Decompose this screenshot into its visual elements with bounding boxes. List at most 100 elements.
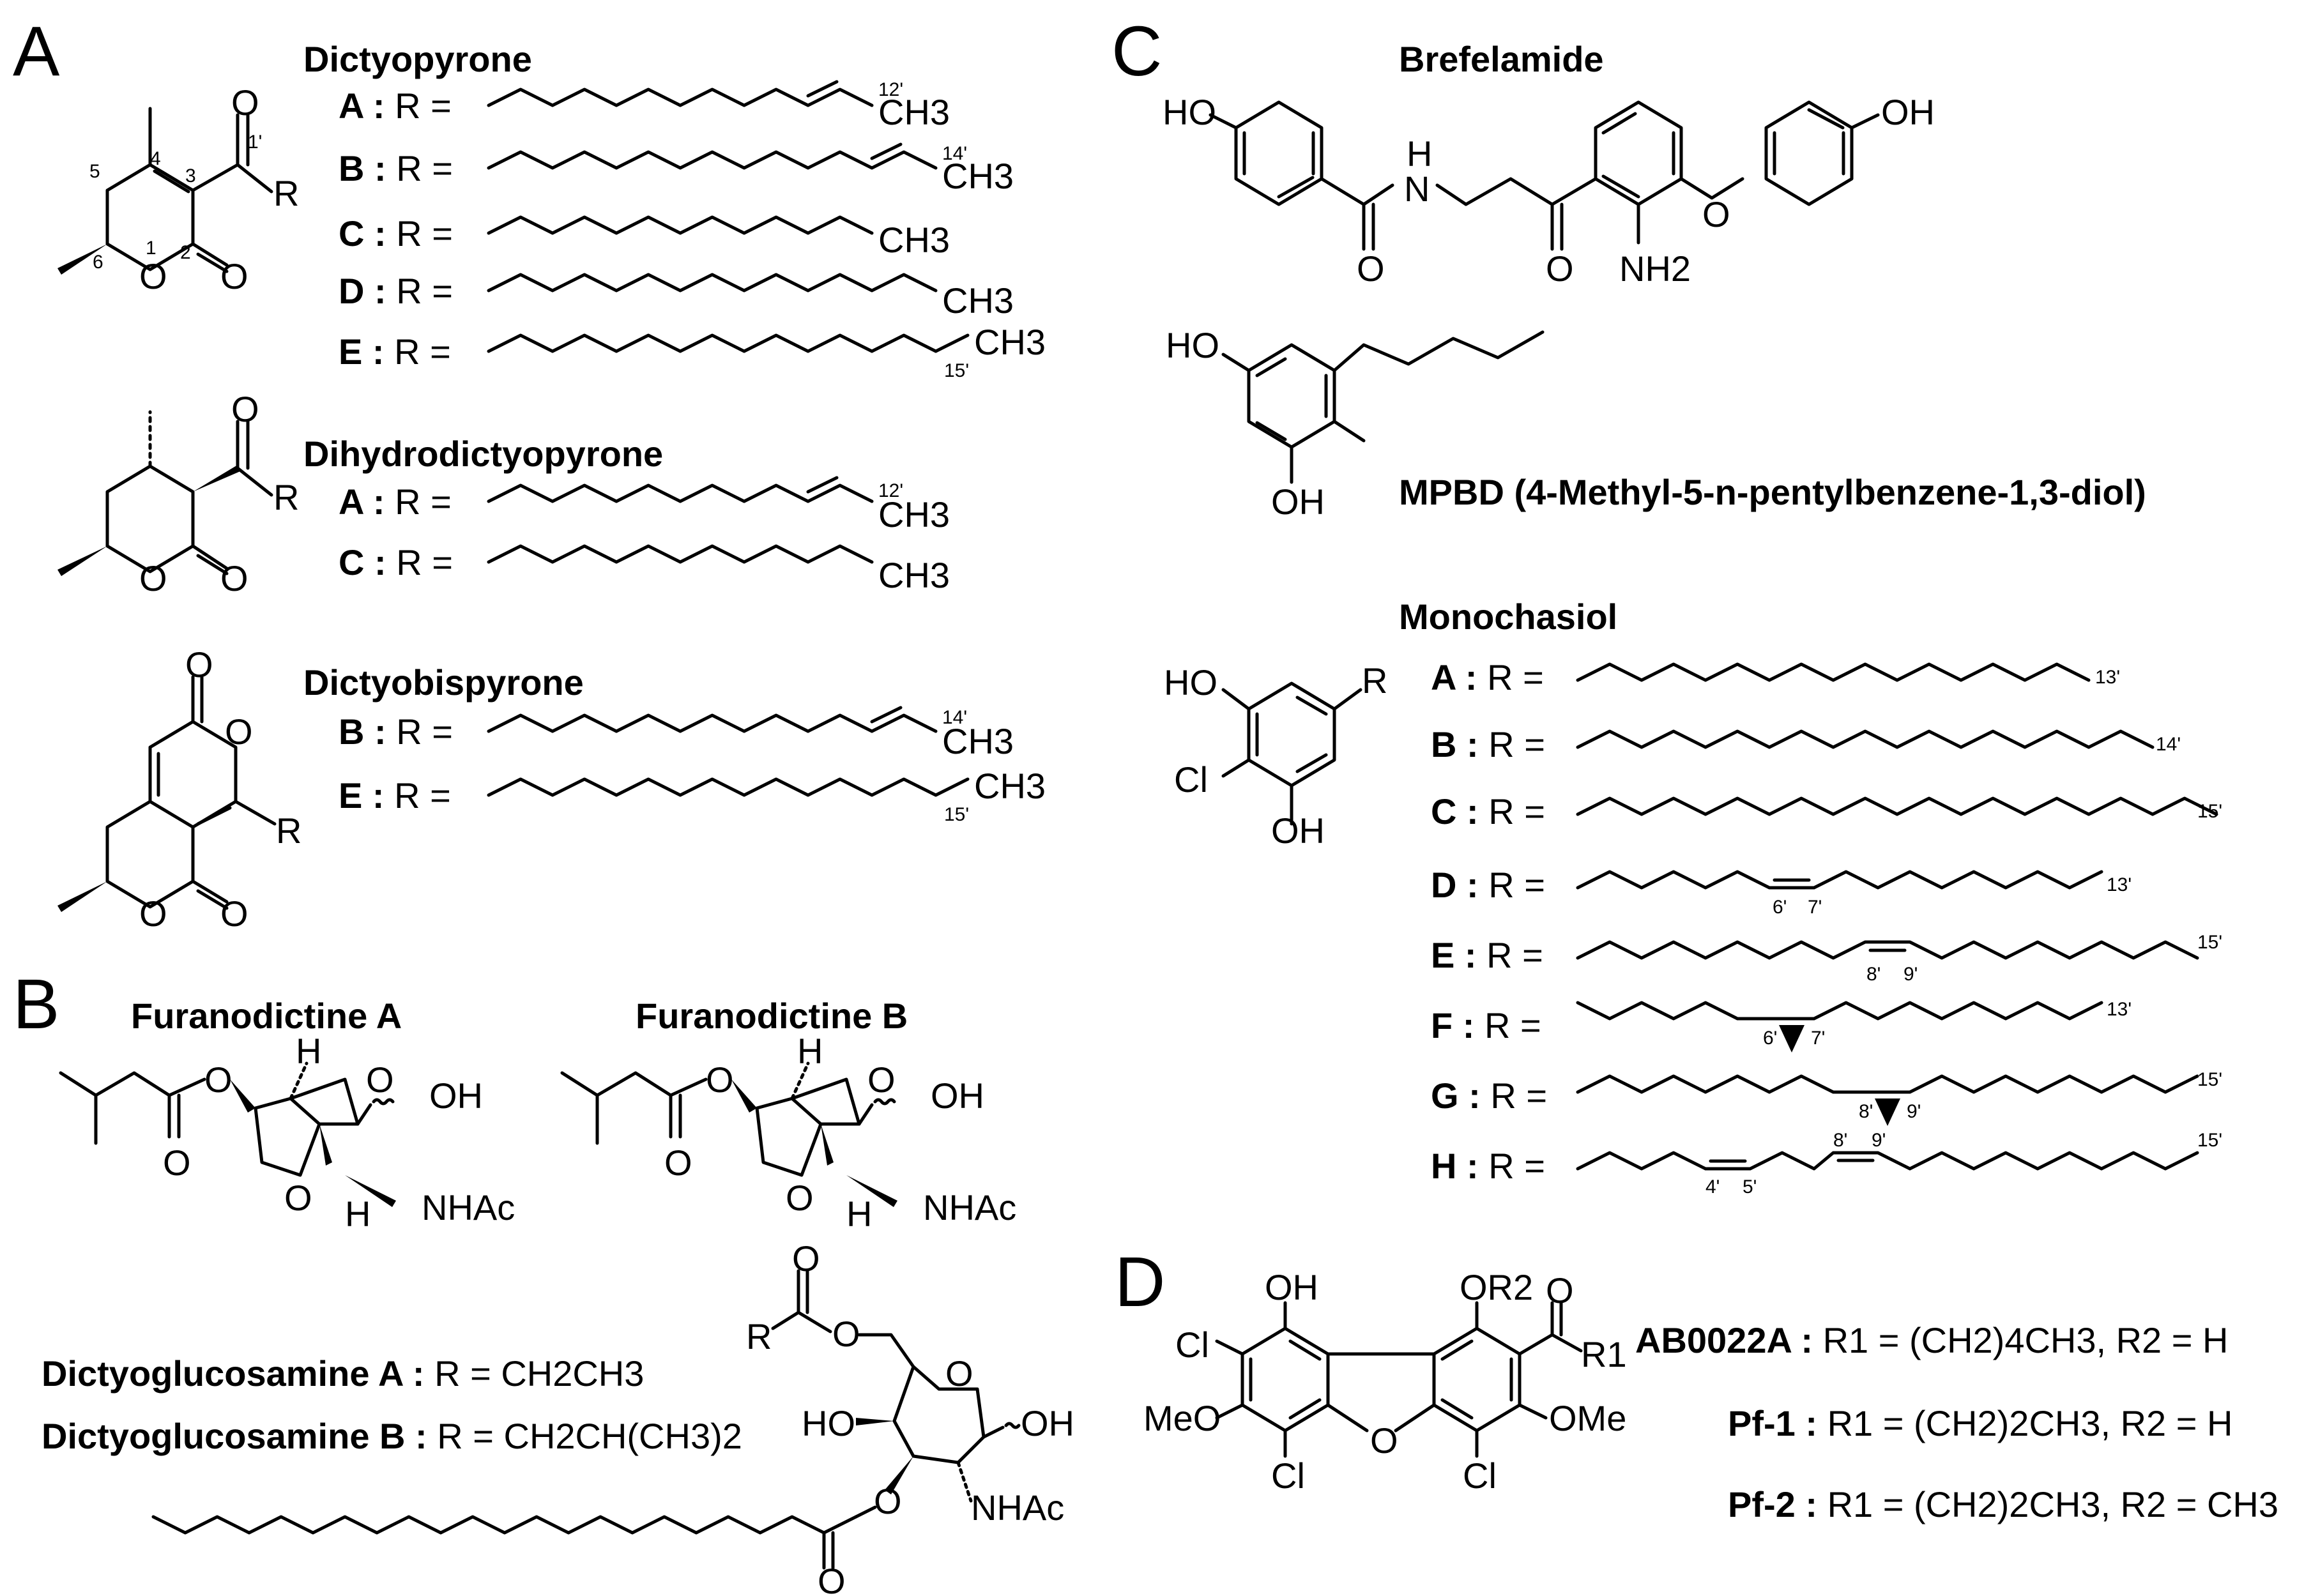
svg-text:Pf-2 : R1 = (CH2)2CH3, R2 = CH: Pf-2 : R1 = (CH2)2CH3, R2 = CH3 (1728, 1484, 2278, 1524)
dictyopyrone-title: Dictyopyrone (303, 39, 532, 79)
ab0022a-name: AB0022A : (1635, 1320, 1813, 1360)
monochasiol-c-chain (1576, 796, 2218, 816)
monochasiol-h-mark1: 4' (1705, 1176, 1720, 1197)
monochasiol-a-rhs: R = (1487, 657, 1544, 697)
dictyobispyrone-o-carbonyl: O (220, 893, 248, 934)
monochasiol-g-letter: G : (1431, 1075, 1481, 1116)
brefelamide-oh: OH (1881, 92, 1935, 132)
mpbd-oh: OH (1271, 482, 1325, 522)
monochasiol-d-mark1: 6' (1773, 897, 1787, 918)
monochasiol-title: Monochasiol (1399, 597, 1617, 637)
monochasiol-h-mark4: 9' (1872, 1130, 1886, 1151)
dictyoglucosamine-r: R (746, 1316, 772, 1357)
furanodictine-a-o-ring2: O (284, 1178, 312, 1218)
dictyopyrone-a-chain (487, 87, 874, 107)
furanodictine-a-o-carbonyl: O (163, 1143, 191, 1183)
panel-b-letter: B (13, 965, 59, 1044)
bispyrone-b-tail: CH3 (942, 721, 1014, 761)
monochasiol-b-chain (1576, 729, 2155, 749)
monochasiol-e-rhs: R = (1486, 935, 1543, 975)
svg-text:Dictyoglucosamine B : R = CH2C: Dictyoglucosamine B : R = CH2CH(CH3)2 (42, 1416, 742, 1456)
furanodictine-b-o-ester: O (706, 1060, 734, 1100)
dihydro-c-rhs: R = (396, 542, 453, 582)
svg-text:B : R =: B : R = (339, 148, 453, 188)
dictyopyrone-c-letter: C : (339, 213, 386, 254)
dictyoglucosamine-a-name: Dictyoglucosamine A : (42, 1353, 425, 1394)
svg-text:C : R =: C : R = (1431, 791, 1545, 832)
svg-text:B : R =: B : R = (339, 711, 453, 752)
dictyoglucosamine-b-rhs: R = CH2CH(CH3)2 (437, 1416, 742, 1456)
dictyopyrone-e-pos: 15' (944, 360, 969, 381)
dictyoglucosamine-ho: HO (802, 1403, 855, 1443)
mpbd-ho: HO (1166, 325, 1219, 365)
dictyopyrone-e-chain (487, 333, 970, 353)
dictyopyrone-e-letter: E : (339, 331, 385, 372)
furanodictine-b-oh: OH (931, 1075, 984, 1116)
panel-c-letter: C (1111, 12, 1162, 91)
pf-r1: R1 (1581, 1334, 1627, 1374)
monochasiol-d-rhs: R = (1488, 865, 1545, 905)
monochasiol-e-letter: E : (1431, 935, 1477, 975)
dictyopyrone-c3-label: 3 (185, 165, 196, 186)
pf-oh: OH (1265, 1267, 1318, 1307)
dictyopyrone-d-letter: D : (339, 271, 386, 311)
panel-c: C Brefelamide HO OH (1111, 12, 2222, 1197)
svg-text:G : R =: G : R = (1431, 1075, 1547, 1116)
dictyoglucosamine-nhac: NHAc (971, 1487, 1064, 1528)
svg-text:H : R =: H : R = (1431, 1146, 1545, 1186)
monochasiol-e-mark2: 9' (1903, 964, 1918, 985)
brefelamide-nh2: NH2 (1619, 248, 1691, 289)
dictyopyrone-c6-label: 6 (93, 252, 103, 273)
monochasiol-b-end: 14' (2156, 734, 2181, 755)
brefelamide-nh-h: H (1407, 133, 1432, 174)
svg-text:B : R =: B : R = (1431, 724, 1545, 764)
dictyopyrone-d-chain (487, 273, 938, 293)
monochasiol-b-letter: B : (1431, 724, 1479, 764)
monochasiol-a-end: 13' (2095, 667, 2120, 688)
monochasiol-d-letter: D : (1431, 865, 1479, 905)
dictyopyrone-c-chain (487, 215, 874, 235)
pf-cl-bottom-right: Cl (1463, 1455, 1497, 1496)
brefelamide-o-ether: O (1702, 194, 1730, 234)
dictyopyrone-a-pos: 12' (878, 79, 903, 100)
monochasiol-h-letter: H : (1431, 1146, 1479, 1186)
monochasiol-f-letter: F : (1431, 1005, 1474, 1045)
bispyrone-b-chain (487, 713, 938, 733)
panel-d: D OH OR2 Cl MeO (1115, 1243, 2278, 1524)
bispyrone-e-letter: E : (339, 775, 385, 816)
svg-text:A : R =: A : R = (1431, 657, 1544, 697)
dictyopyrone-d-tail: CH3 (942, 280, 1014, 321)
pf-cl-bottom-left: Cl (1271, 1455, 1305, 1496)
dictyoglucosamine-o-top: O (792, 1238, 820, 1279)
svg-text:D : R =: D : R = (1431, 865, 1545, 905)
dihydrodictyopyrone-lactone-oxygen: O (220, 558, 248, 598)
svg-text:E : R =: E : R = (1431, 935, 1543, 975)
pf-ome: OMe (1549, 1398, 1626, 1438)
pf-structure: OH OR2 Cl MeO O Cl Cl OMe O R1 (1143, 1267, 1627, 1496)
brefelamide-title: Brefelamide (1399, 39, 1604, 79)
dictyopyrone-c4-label: 4 (150, 148, 161, 169)
monochasiol-variants: A : R = 13' B : R = 14' C : R = 15' D : … (1431, 657, 2222, 1197)
pf-or2: OR2 (1460, 1267, 1533, 1307)
dictyopyrone-e-tail: CH3 (974, 322, 1046, 362)
pf-meo: MeO (1143, 1398, 1221, 1438)
brefelamide-n: N (1404, 169, 1430, 209)
monochasiol-oh: OH (1271, 810, 1325, 851)
dictyopyrone-c2-label: 2 (180, 242, 191, 263)
monochasiol-h-mark3: 8' (1833, 1130, 1847, 1151)
furanodictine-a-nhac: NHAc (422, 1187, 515, 1227)
monochasiol-g-mark1: 8' (1859, 1101, 1873, 1122)
dictyoglucosamine-o-ring: O (945, 1353, 973, 1394)
pf1-rhs: R1 = (CH2)2CH3, R2 = H (1827, 1403, 2233, 1443)
svg-text:C : R =: C : R = (339, 213, 453, 254)
furanodictine-b-structure: O O H O OH O H NHAc (560, 1031, 1016, 1234)
monochasiol-h-mark2: 5' (1743, 1176, 1757, 1197)
pf2-rhs: R1 = (CH2)2CH3, R2 = CH3 (1827, 1484, 2278, 1524)
furanodictine-a-o-ring1: O (366, 1060, 394, 1100)
svg-text:Dictyoglucosamine A : R = CH2C: Dictyoglucosamine A : R = CH2CH3 (42, 1353, 644, 1394)
bispyrone-e-rhs: R = (394, 775, 451, 816)
brefelamide-structure: HO OH H N O O O NH2 (1163, 92, 1935, 289)
dictyoglucosamine-o-acyl: O (874, 1481, 902, 1521)
dihydrodictyopyrone-r-group: R (273, 477, 299, 517)
furanodictine-a-structure: O O H O OH O H NHAc (59, 1031, 515, 1234)
